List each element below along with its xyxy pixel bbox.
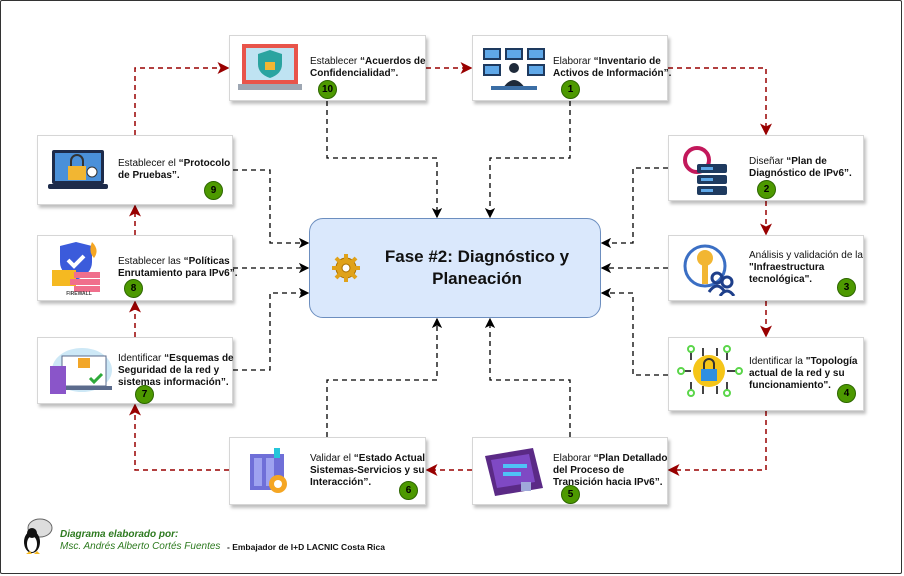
arrow-4-center: [600, 287, 668, 376]
arrow-7-center: [233, 287, 310, 371]
step-8-text: Establecer las “Políticas Enrutamiento p…: [118, 256, 238, 279]
step-2-badge: 2: [757, 180, 776, 199]
step-2-text: Diseñar “Plan de Diagnóstico de IPv6”.: [749, 156, 852, 179]
server-refresh-icon: [683, 146, 727, 195]
arrow-10-center: [326, 101, 443, 219]
step-10-badge: 10: [318, 80, 337, 99]
gnu-tux-logo: [24, 518, 53, 554]
step-5-box: Elaborar “Plan Detallado del Proceso de …: [472, 437, 668, 505]
step-10-text: Establecer “Acuerdos de Confidencialidad…: [310, 56, 426, 79]
step-3-box: Análisis y validación de la "Infraestruc…: [668, 235, 864, 301]
circuit-lock-icon: [677, 345, 743, 397]
firewall-icon-caption: FIREWALL: [66, 291, 92, 297]
laptop-lock-icon: [48, 150, 108, 189]
firewall-shield-icon: [52, 242, 100, 292]
step-2-box: Diseñar “Plan de Diagnóstico de IPv6”. 2: [668, 135, 864, 201]
arrow-4-5: [667, 411, 767, 476]
arrow-1-center: [484, 101, 571, 219]
step-6-text: Validar el “Estado Actual Sistemas-Servi…: [310, 453, 426, 488]
credits-heading: Diagrama elaborado por:: [60, 529, 179, 540]
step-5-badge: 5: [561, 485, 580, 504]
step-6-badge: 6: [399, 481, 418, 500]
step-8-badge: 8: [124, 279, 143, 298]
gear-icon: [332, 254, 360, 282]
step-4-text: Identificar la "Topología actual de la r…: [749, 356, 858, 391]
step-3-badge: 3: [837, 278, 856, 297]
step-9-box: Establecer el “Protocolo de Pruebas”. 9: [37, 135, 233, 205]
step-7-box: Identificar “Esquemas de Seguridad de la…: [37, 337, 234, 404]
step-8-box: FIREWALL Establecer las “Políticas Enrut…: [37, 235, 237, 301]
phase-title: Fase #2: Diagnóstico y Planeación: [384, 247, 570, 288]
monitoring-screens-icon: [483, 48, 545, 90]
key-users-icon: [683, 244, 736, 296]
secure-transition-icon: [485, 448, 543, 496]
security-laptop-icon: [50, 348, 112, 394]
author-role: - Embajador de I+D LACNIC Costa Rica: [227, 542, 385, 552]
arrow-6-center: [326, 317, 443, 437]
step-7-badge: 7: [135, 385, 154, 404]
step-1-box: Elaborar “Inventario de Activos de Infor…: [472, 35, 671, 101]
step-5-text: Elaborar “Plan Detallado del Proceso de …: [553, 453, 668, 488]
laptop-shield-icon: [238, 44, 302, 90]
step-4-box: Identificar la "Topología actual de la r…: [668, 337, 864, 411]
credits: Diagrama elaborado por: Msc. Andrés Albe…: [20, 518, 385, 561]
arrow-1-2: [668, 67, 772, 136]
phase-center-node: Fase #2: Diagnóstico y Planeación: [309, 218, 601, 318]
systems-gear-icon: [250, 448, 287, 493]
step-9-badge: 9: [204, 181, 223, 200]
step-1-text: Elaborar “Inventario de Activos de Infor…: [553, 56, 672, 79]
step-4-badge: 4: [837, 384, 856, 403]
step-7-text: Identificar “Esquemas de Seguridad de la…: [118, 352, 234, 388]
step-10-box: Establecer “Acuerdos de Confidencialidad…: [229, 35, 426, 101]
arrow-6-7: [129, 403, 229, 471]
step-9-text: Establecer el “Protocolo de Pruebas”.: [118, 158, 231, 181]
step-3-text: Análisis y validación de la "Infraestruc…: [749, 250, 863, 285]
step-6-box: Validar el “Estado Actual Sistemas-Servi…: [229, 437, 426, 505]
arrow-9-10: [134, 62, 230, 135]
arrow-5-center: [484, 317, 571, 437]
arrow-2-center: [600, 167, 668, 249]
arrow-9-center: [233, 169, 310, 249]
author-name: Msc. Andrés Alberto Cortés Fuentes: [60, 541, 221, 552]
step-1-badge: 1: [561, 80, 580, 99]
